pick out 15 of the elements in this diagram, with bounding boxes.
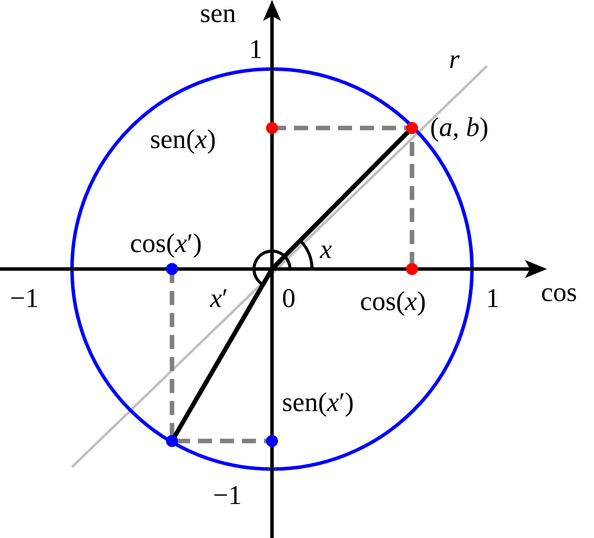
axis-label: cos bbox=[541, 279, 577, 306]
point-label: sen(x) bbox=[150, 126, 216, 153]
tick-label: −1 bbox=[213, 482, 242, 509]
point-label: cos(x) bbox=[360, 288, 426, 315]
angle-label: x bbox=[320, 236, 332, 263]
point-label: cos(x′) bbox=[130, 230, 202, 257]
angle-label: x′ bbox=[210, 285, 228, 312]
axis-label: sen bbox=[200, 0, 236, 27]
tick-label: −1 bbox=[10, 285, 39, 312]
tick-label: 1 bbox=[249, 36, 262, 63]
point-label: sen(x′) bbox=[282, 389, 354, 416]
point-label: (a, b) bbox=[430, 114, 488, 141]
tick-label: 1 bbox=[486, 285, 500, 312]
tick-label: 0 bbox=[282, 285, 296, 312]
line-label: r bbox=[449, 46, 460, 73]
